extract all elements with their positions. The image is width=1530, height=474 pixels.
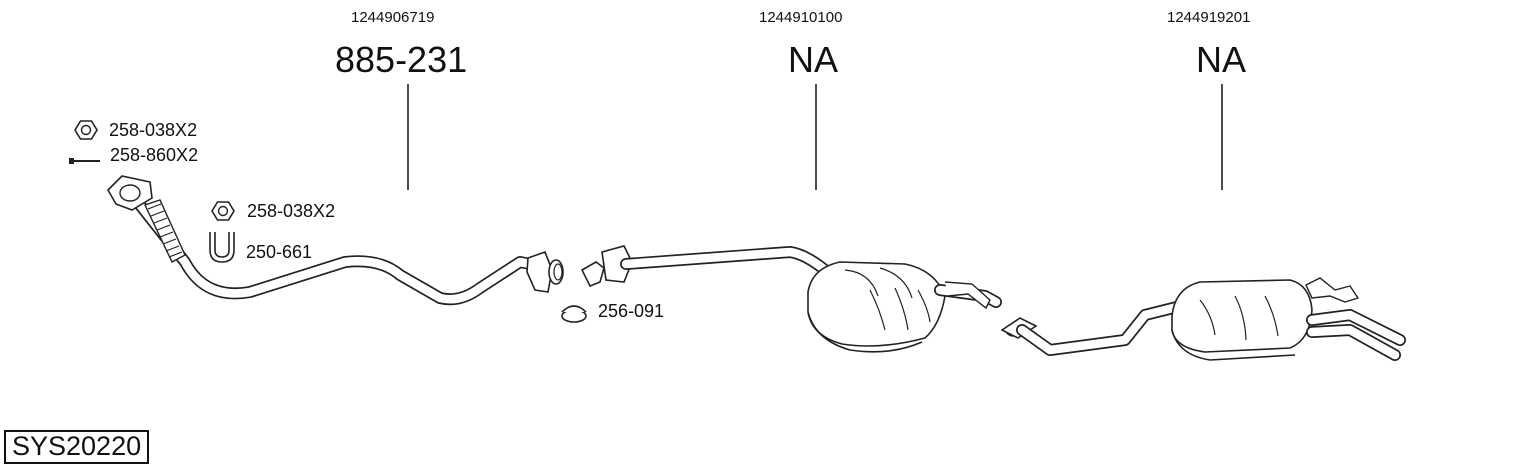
hardware-label-nut-2[interactable]: 258-038X2 <box>247 201 336 221</box>
part-number-middle-silencer[interactable]: NA <box>788 39 839 80</box>
oe-number-rear-silencer: 1244919201 <box>1167 9 1251 26</box>
oe-number-middle-silencer: 1244910100 <box>759 9 843 26</box>
part-number-rear-silencer[interactable]: NA <box>1196 39 1247 80</box>
gasket-ring-icon <box>561 305 587 323</box>
bolt-icon <box>69 158 100 164</box>
front-pipe-drawing <box>107 175 564 306</box>
part-number-front-pipe[interactable]: 885-231 <box>335 39 468 80</box>
system-code-box: SYS20220 <box>4 430 150 464</box>
oe-number-front-pipe: 1244906719 <box>351 9 435 26</box>
hardware-label-clamp[interactable]: 250-661 <box>246 242 313 262</box>
rear-silencer-drawing <box>1000 277 1406 361</box>
hardware-label-gasket[interactable]: 256-091 <box>598 301 665 321</box>
middle-silencer-drawing <box>580 245 1002 353</box>
nut-icon <box>74 120 98 140</box>
hardware-label-nut-1[interactable]: 258-038X2 <box>109 120 198 140</box>
nut-icon <box>211 201 235 221</box>
u-clamp-icon <box>209 232 235 263</box>
hardware-label-bolt[interactable]: 258-860X2 <box>110 145 199 165</box>
